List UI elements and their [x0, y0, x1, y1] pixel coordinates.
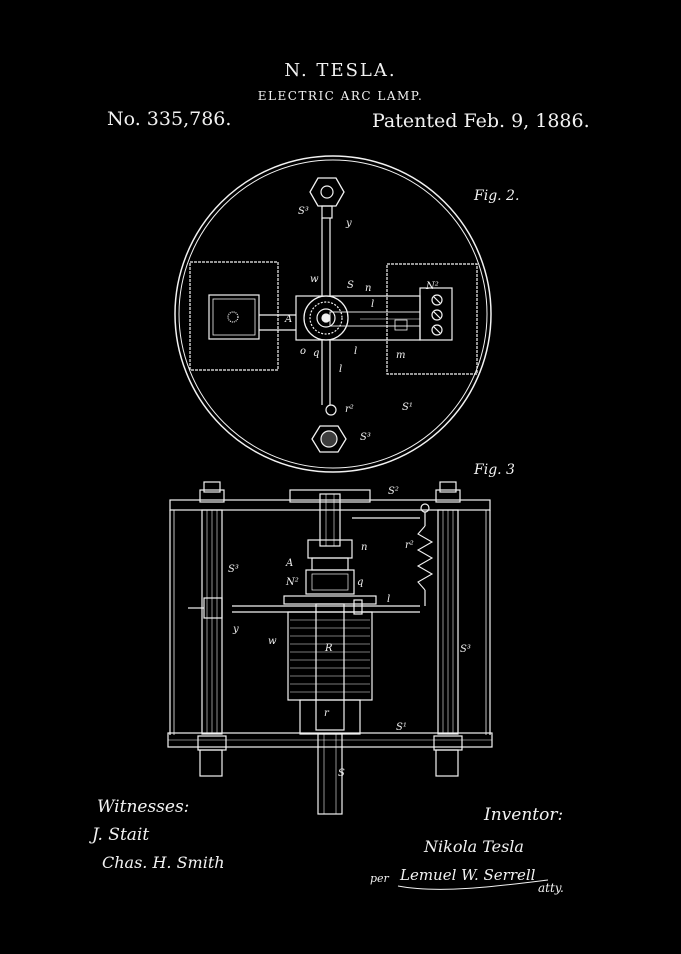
patent-number: No. 335,786. — [107, 108, 232, 130]
label-s3-right: S³ — [460, 644, 471, 655]
witness-1-signature: J. Stait — [89, 825, 149, 845]
label-A-top: A — [284, 314, 292, 325]
fig3-label: Fig. 3 — [473, 462, 515, 478]
label-y-fig3: y — [232, 624, 239, 635]
label-s-top: S — [347, 280, 354, 291]
label-l-lower: l — [339, 364, 342, 375]
patent-title: ELECTRIC ARC LAMP. — [257, 89, 424, 103]
inventor-signature: Nikola Tesla — [423, 837, 524, 856]
label-m: m — [396, 350, 405, 361]
label-S2-fig3: S² — [388, 486, 399, 497]
fig2-top-view — [174, 155, 492, 473]
label-l-right: l — [371, 299, 374, 310]
attorney-signature: Lemuel W. Serrell — [399, 866, 536, 884]
label-l-bottom: l — [354, 346, 357, 357]
fig3-side-view — [167, 481, 493, 815]
label-R: R — [324, 643, 333, 654]
label-s1-top: S¹ — [402, 402, 413, 413]
label-n: n — [365, 283, 371, 294]
label-A-fig3: A — [285, 558, 293, 569]
label-s-bottom: S — [338, 768, 345, 779]
label-o: o — [300, 346, 306, 357]
per-label: per — [370, 872, 390, 885]
attorney-underline-flourish — [397, 879, 549, 890]
label-s3-top: S³ — [298, 206, 309, 217]
label-r2-fig3: r² — [405, 540, 414, 551]
label-y-top: y — [345, 218, 352, 229]
fig2-label: Fig. 2. — [473, 188, 519, 204]
label-w: w — [310, 274, 319, 285]
label-w-fig3: w — [268, 636, 277, 647]
inventor-label: Inventor: — [483, 805, 563, 825]
witnesses-label: Witnesses: — [97, 797, 189, 817]
atty-label: atty. — [538, 881, 564, 895]
label-r2-top: r² — [345, 404, 354, 415]
label-r: r — [324, 708, 330, 719]
label-N2: N² — [425, 281, 439, 292]
label-q-fig3: q — [357, 577, 363, 588]
label-N2-fig3: N² — [285, 577, 299, 588]
label-s3-left: S³ — [228, 564, 239, 575]
label-l-fig3: l — [387, 594, 390, 605]
patent-inventor-heading: N. TESLA. — [284, 60, 397, 81]
witness-2-signature: Chas. H. Smith — [102, 853, 225, 872]
patent-date: Patented Feb. 9, 1886. — [372, 110, 590, 132]
label-n-fig3: n — [361, 542, 367, 553]
label-q: q — [313, 348, 319, 359]
label-s1-fig3: S¹ — [396, 722, 407, 733]
label-s3-bottom: S³ — [360, 432, 371, 443]
